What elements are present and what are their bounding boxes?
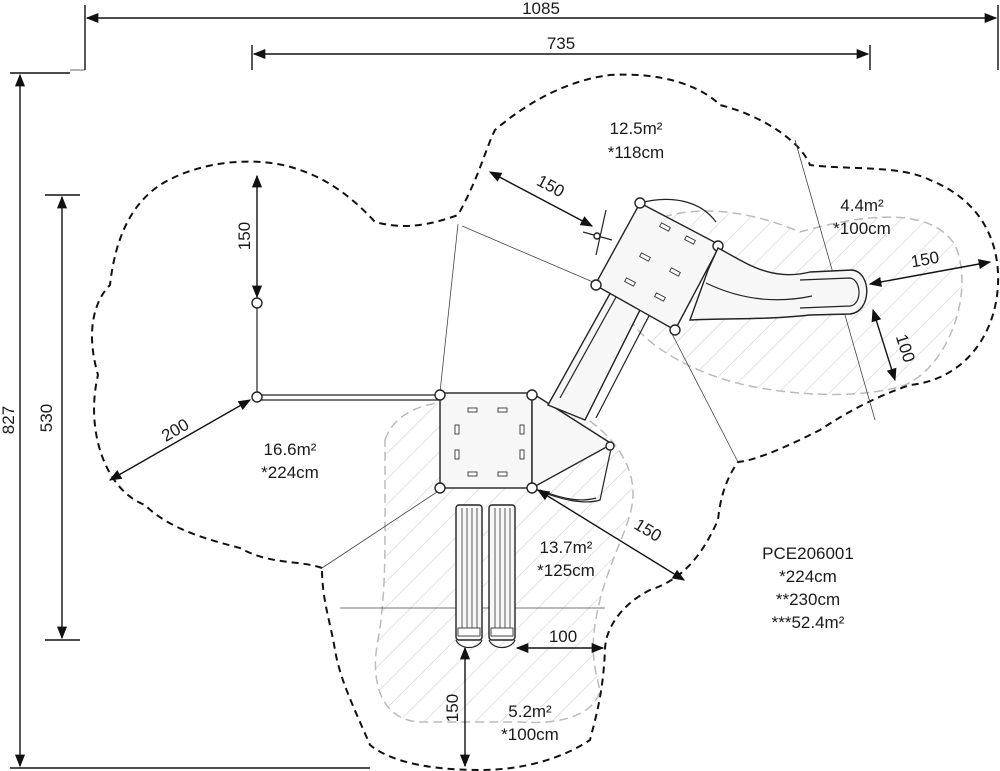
- product-code: PCE206001: [762, 544, 854, 563]
- zone-area-label: 13.7m²: [540, 538, 593, 557]
- curved-slide: [688, 247, 868, 321]
- dimension-lines: [10, 5, 999, 769]
- dim-overall-height: 827: [0, 406, 18, 434]
- dim-200: 200: [158, 415, 192, 446]
- product-max-height: *224cm: [779, 567, 837, 586]
- dim-overall-width: 1085: [522, 0, 560, 18]
- lower-platform: [439, 392, 533, 489]
- zone-area-label: 5.2m²: [508, 702, 552, 721]
- product-free-height: **230cm: [776, 590, 840, 609]
- dim-100-bottom: 100: [549, 627, 577, 646]
- dim-inner-width: 735: [547, 34, 575, 53]
- roller-slides: [455, 504, 516, 649]
- zone-height-label: *125cm: [537, 561, 595, 580]
- play-equipment: [251, 197, 868, 649]
- dim-150-bottom: 150: [443, 694, 462, 722]
- dim-150-right: 150: [909, 248, 940, 272]
- zone-height-label: *100cm: [833, 219, 891, 238]
- zone-area-label: 16.6m²: [264, 440, 317, 459]
- climbing-bridge: [547, 288, 641, 421]
- dim-150-mid: 150: [631, 515, 665, 546]
- outer-dashed-boundary: [91, 73, 1000, 771]
- product-info: PCE206001 *224cm **230cm ***52.4m²: [762, 544, 854, 632]
- zone-height-label: *118cm: [608, 143, 664, 162]
- dim-inner-height: 530: [37, 404, 56, 432]
- product-total-area: ***52.4m²: [772, 613, 845, 632]
- zone-area-label: 4.4m²: [840, 196, 884, 215]
- zone-height-label: *100cm: [501, 725, 559, 744]
- zone-height-label: *224cm: [261, 463, 319, 482]
- post-top-left: [251, 297, 263, 309]
- dim-150-diagonal-top: 150: [534, 171, 568, 201]
- zone-area-label: 12.5m²: [610, 119, 663, 138]
- dim-150-top-left: 150: [235, 222, 254, 250]
- post-bar-corner: [251, 391, 263, 403]
- triangle-deck: [531, 391, 614, 490]
